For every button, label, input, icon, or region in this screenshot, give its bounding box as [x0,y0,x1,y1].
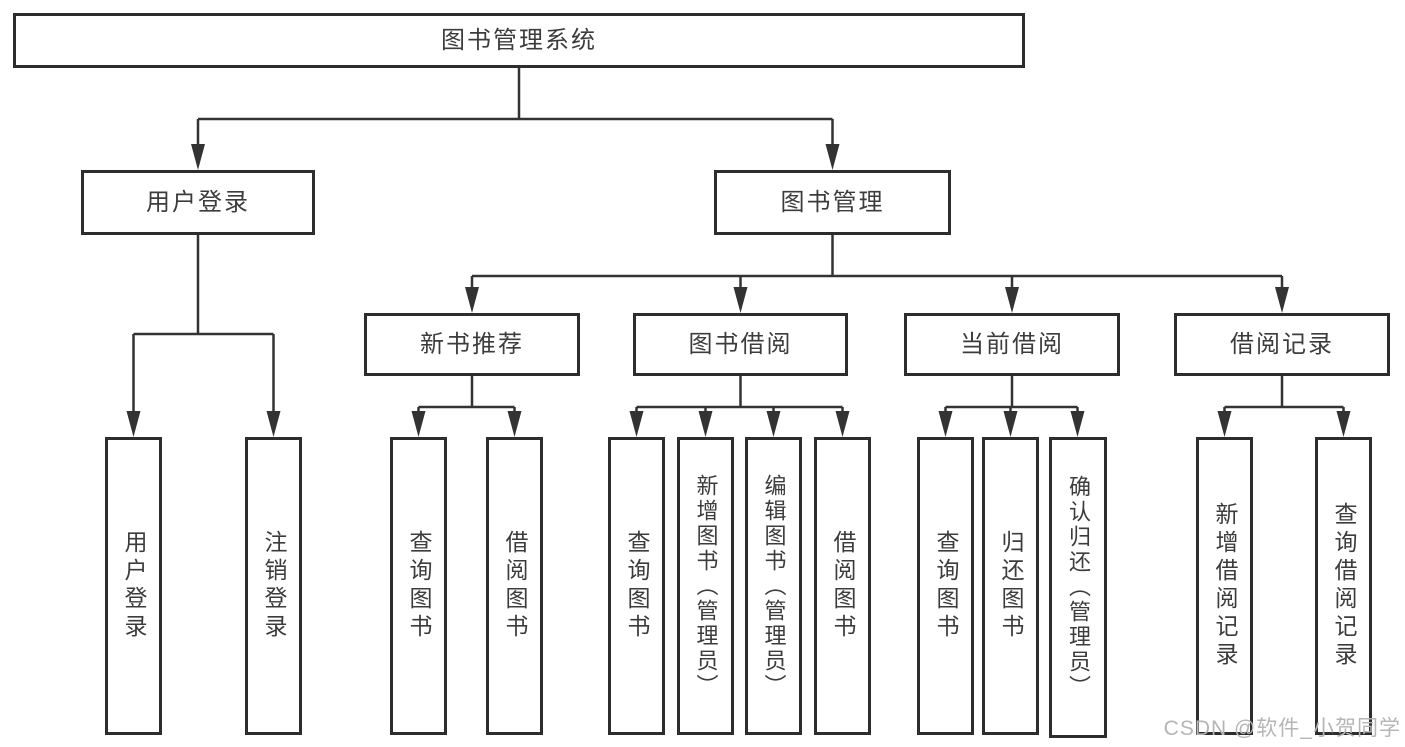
node-label: 编辑图书（管理员） [761,473,787,699]
node-label: 新增图书（管理员） [693,473,719,699]
leaf-query-borrow-record: 查询借阅记录 [1315,437,1372,735]
leaf-query-books-current: 查询图书 [917,437,974,735]
node-label: 确认归还（管理员） [1066,475,1091,700]
leaf-confirm-return-admin: 确认归还（管理员） [1049,437,1107,738]
node-library-management-system: 图书管理系统 [13,13,1025,68]
node-label: 查询借阅记录 [1331,502,1357,670]
node-new-book-recommendation: 新书推荐 [364,313,580,376]
node-label: 图书管理系统 [441,26,597,54]
node-label: 查询图书 [933,530,959,642]
leaf-return-books: 归还图书 [982,437,1039,735]
leaf-logout: 注销登录 [245,437,302,735]
leaf-add-borrow-record: 新增借阅记录 [1196,437,1253,735]
leaf-query-books-recommend: 查询图书 [390,437,447,735]
node-label: 借阅图书 [830,530,856,642]
node-label: 用户登录 [146,188,250,216]
csdn-watermark: CSDN @软件_小贺同学 [1163,717,1401,740]
leaf-query-books-borrow: 查询图书 [608,437,665,735]
leaf-borrow-books-recommend: 借阅图书 [486,437,543,735]
node-borrowing-records: 借阅记录 [1174,313,1390,376]
node-user-login: 用户登录 [81,170,315,235]
node-label: 借阅记录 [1230,330,1334,358]
leaf-borrow-books: 借阅图书 [814,437,871,735]
node-label: 查询图书 [624,530,650,642]
leaf-edit-books-admin: 编辑图书（管理员） [745,437,802,735]
leaf-add-books-admin: 新增图书（管理员） [677,437,734,735]
leaf-user-login: 用户登录 [105,437,162,735]
node-label: 查询图书 [406,530,432,642]
node-current-borrowing: 当前借阅 [904,313,1120,376]
node-book-borrowing: 图书借阅 [633,313,848,376]
node-label: 注销登录 [261,530,287,642]
node-label: 用户登录 [121,530,147,642]
node-label: 借阅图书 [502,530,528,642]
node-label: 当前借阅 [960,330,1064,358]
node-label: 归还图书 [998,530,1024,642]
node-label: 图书借阅 [688,330,793,358]
node-label: 新增借阅记录 [1212,502,1238,670]
node-book-management: 图书管理 [714,170,951,235]
node-label: 图书管理 [780,188,885,216]
node-label: 新书推荐 [420,330,524,358]
